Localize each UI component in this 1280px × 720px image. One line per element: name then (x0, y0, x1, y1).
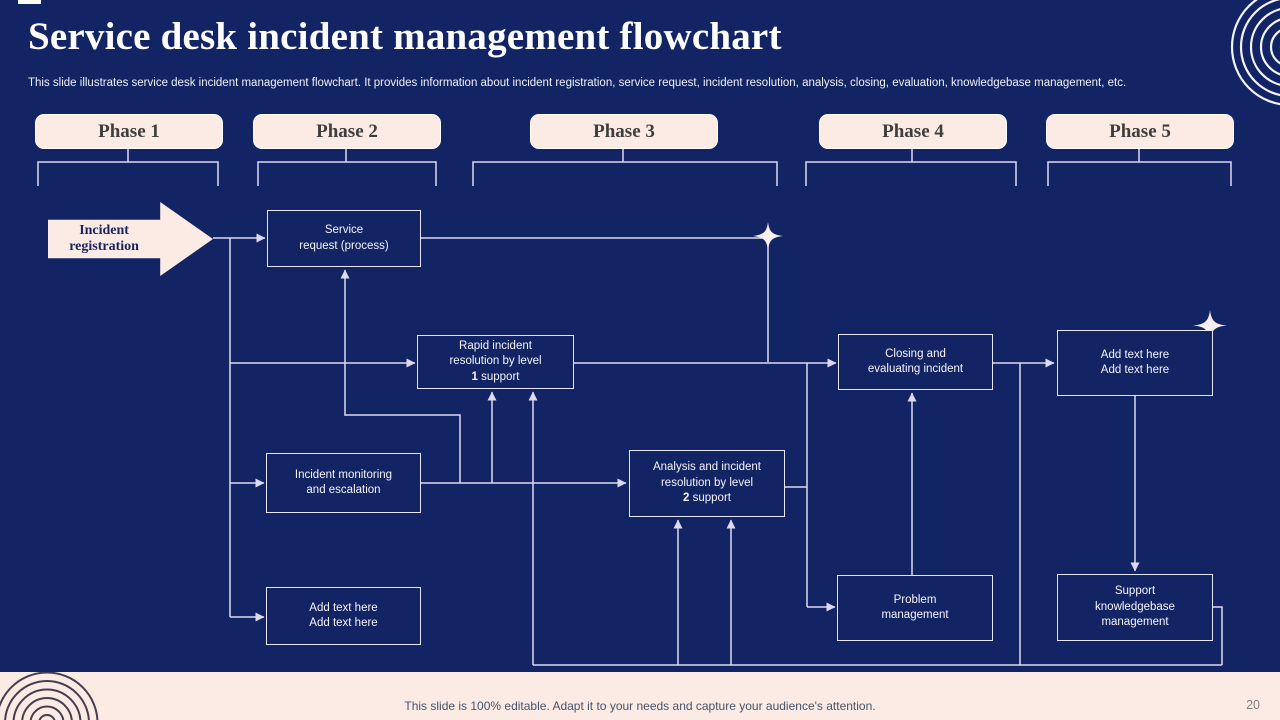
slide-description: This slide illustrates service desk inci… (28, 77, 1127, 89)
node-closing-evaluating: Closing and evaluating incident (838, 334, 993, 390)
top-edge-dash-decoration (18, 0, 41, 4)
node-text: Add text here (1100, 364, 1170, 376)
page-title: Service desk incident management flowcha… (28, 15, 782, 58)
node-text: resolution by level (660, 476, 754, 489)
node-text: 2 support (683, 492, 731, 505)
node-text: 1 support (471, 370, 520, 383)
node-text: Add text here (309, 617, 378, 629)
node-incident-monitoring: Incident monitoring and escalation (266, 453, 421, 513)
phase-5-label: Phase 5 (1109, 120, 1171, 142)
page-number: 20 (1246, 698, 1260, 712)
node-text: Add text here (309, 601, 378, 614)
sparkle-icon (753, 222, 783, 250)
node-text: evaluating incident (867, 363, 964, 375)
node-add-text-right: Add text here Add text here (1057, 330, 1213, 396)
phase-2-header: Phase 2 (253, 114, 441, 149)
node-text: request (process) (299, 239, 389, 252)
start-line-2: registration (69, 238, 139, 254)
phase-2-label: Phase 2 (316, 120, 378, 142)
phase-1-label: Phase 1 (98, 120, 160, 142)
footer-bar: This slide is 100% editable. Adapt it to… (0, 672, 1280, 720)
sparkle-icon (1193, 310, 1227, 341)
phase-1-header: Phase 1 (35, 114, 223, 149)
node-text: management (881, 609, 949, 621)
concentric-circles-icon (0, 672, 99, 720)
node-text: Problem (893, 593, 937, 606)
phase-5-header: Phase 5 (1046, 114, 1234, 149)
start-line-1: Incident (79, 222, 129, 238)
node-text: management (1101, 616, 1169, 629)
node-problem-management: Problem management (837, 575, 993, 641)
phase-4-header: Phase 4 (819, 114, 1007, 149)
node-text: Analysis and incident (652, 461, 762, 474)
footer-note: This slide is 100% editable. Adapt it to… (404, 699, 876, 713)
node-text: Rapid incident (459, 339, 532, 352)
node-rapid-incident-resolution: Rapid incident resolution by level 1 sup… (417, 335, 574, 389)
node-analysis-incident-resolution: Analysis and incident resolution by leve… (629, 450, 785, 517)
node-text: Service (324, 224, 364, 236)
incident-registration-label: Incident registration (48, 220, 160, 258)
node-text: Add text here (1100, 348, 1170, 361)
phase-3-label: Phase 3 (593, 120, 655, 142)
node-service-request: Service request (process) (267, 210, 421, 267)
node-text: and escalation (306, 484, 381, 496)
node-text: knowledgebase (1095, 600, 1175, 613)
node-add-text-left: Add text here Add text here (266, 587, 421, 645)
connector-lines (213, 233, 1223, 666)
node-text: Support (1114, 585, 1156, 598)
node-text: resolution by level (449, 355, 542, 368)
phase-3-header: Phase 3 (530, 114, 718, 149)
phase-brackets (37, 147, 1232, 186)
node-text: Closing and (885, 347, 946, 360)
concentric-circles-icon (1230, 0, 1280, 106)
node-text: Incident monitoring (294, 468, 393, 481)
phase-4-label: Phase 4 (882, 120, 944, 142)
node-support-knowledgebase: Support knowledgebase management (1057, 574, 1213, 641)
